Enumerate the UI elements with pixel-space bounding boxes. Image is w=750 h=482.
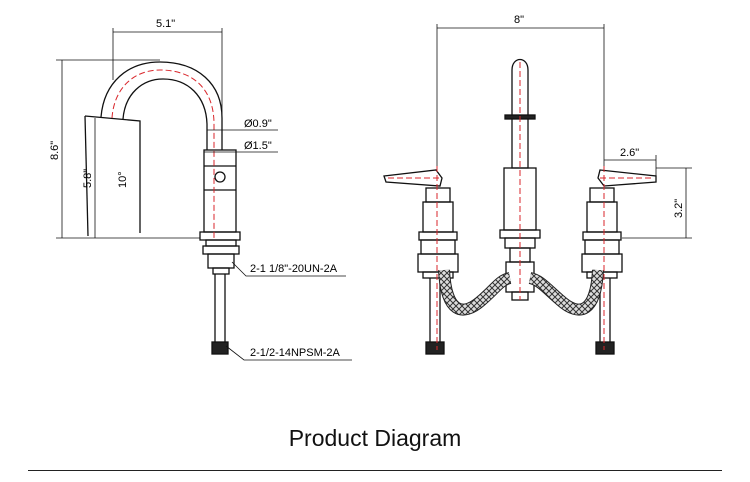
dim-spout-angle: 10°	[117, 171, 129, 188]
dim-handle-height: 3.2"	[673, 199, 685, 218]
spout-arc	[100, 61, 223, 150]
side-view	[84, 61, 241, 355]
front-dimension-lines	[436, 24, 692, 239]
dim-base-diameter: Ø1.5"	[244, 140, 272, 152]
spout-centerline	[111, 69, 215, 240]
label-inlet-thread: 2-1/2-14NPSM-2A	[250, 347, 341, 359]
dim-handle-length: 2.6"	[620, 147, 639, 159]
bottom-divider	[28, 470, 722, 471]
front-centerlines	[388, 62, 652, 350]
label-shank-thread: 2-1 1/8"-20UN-2A	[250, 263, 338, 275]
dim-spout-reach: 5.1"	[156, 18, 175, 30]
side-dimension-lines	[56, 28, 352, 361]
page-title: Product Diagram	[288, 425, 462, 451]
dim-center-spread: 8"	[514, 14, 524, 26]
dim-overall-height: 8.6"	[49, 141, 61, 160]
dim-spout-height: 5.8"	[82, 169, 94, 188]
braided-hoses	[438, 269, 604, 316]
dim-tube-diameter: Ø0.9"	[244, 118, 272, 130]
